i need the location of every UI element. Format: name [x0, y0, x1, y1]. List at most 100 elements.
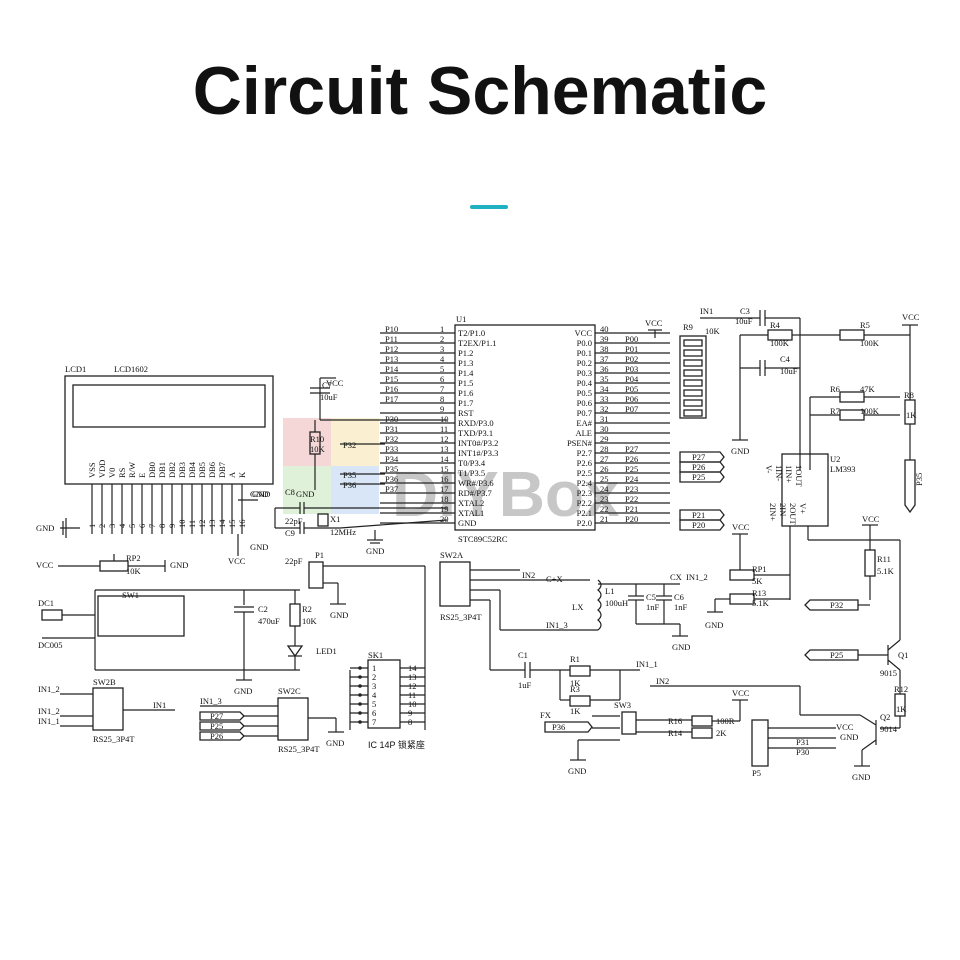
mcu-pin-label: INT0#/P3.2 [458, 438, 498, 448]
svg-text:22pF: 22pF [285, 516, 303, 526]
svg-text:SW2B: SW2B [93, 677, 116, 687]
lcd-1602: LCD1 LCD1602 VSS1VDD2V03RS4R/W5E6DB07DB1… [36, 364, 274, 566]
svg-text:100K: 100K [770, 338, 790, 348]
sk1-pin-number: 13 [408, 672, 417, 682]
svg-text:10K: 10K [310, 444, 326, 454]
u2-pin-label: 1IN+ [784, 465, 794, 483]
lcd-pin-number: 5 [127, 524, 137, 528]
svg-text:VCC: VCC [228, 556, 246, 566]
net-label: P33 [385, 444, 398, 454]
mcu-pin-number: 4 [440, 354, 445, 364]
svg-text:R10: R10 [310, 434, 324, 444]
mcu-pin-label: EA# [576, 418, 592, 428]
svg-text:P25: P25 [692, 472, 705, 482]
mcu-pin-label: VCC [575, 328, 593, 338]
svg-text:IN1_1: IN1_1 [636, 659, 658, 669]
mcu-pin-number: 7 [440, 384, 444, 394]
svg-text:RS25_3P4T: RS25_3P4T [93, 734, 135, 744]
mcu-pin-number: 29 [600, 434, 609, 444]
svg-text:22pF: 22pF [285, 556, 303, 566]
svg-text:CX: CX [670, 572, 682, 582]
svg-text:Q2: Q2 [880, 712, 890, 722]
svg-text:IN2: IN2 [522, 570, 535, 580]
resistor-network-r9: VCC R9 10K [645, 318, 721, 419]
mcu-pin-label: P2.6 [577, 458, 592, 468]
sk1-pin-number: 3 [372, 681, 376, 691]
lcd-pin-number: 3 [107, 524, 117, 528]
svg-text:P26: P26 [210, 731, 223, 741]
net-label: P31 [385, 424, 398, 434]
watermark-tile-red [283, 418, 331, 466]
net-label: P01 [625, 344, 638, 354]
power-section: DC1 DC005 SW1 C2 470uF R2 10K LED1 GND [38, 589, 337, 696]
watermark-tile-green [283, 466, 331, 514]
svg-text:GND: GND [672, 642, 690, 652]
lcd-pin-label: A [227, 471, 237, 478]
svg-text:LM393: LM393 [830, 464, 856, 474]
svg-text:100uH: 100uH [605, 598, 628, 608]
net-label: P12 [385, 344, 398, 354]
svg-text:C4: C4 [780, 354, 791, 364]
net-label: P15 [385, 374, 398, 384]
mcu-pin-label: P0.7 [577, 408, 592, 418]
svg-text:9015: 9015 [880, 668, 897, 678]
mcu-pin-label: P0.5 [577, 388, 592, 398]
svg-text:GND: GND [330, 610, 348, 620]
svg-text:GND: GND [366, 546, 384, 556]
page-title: Circuit Schematic [192, 53, 768, 129]
mcu-pin-number: 40 [600, 324, 609, 334]
lc-tank: L1 100uH C5 1nF C6 1nF GND CX IN1_2 [597, 572, 708, 652]
svg-text:VCC: VCC [645, 318, 663, 328]
svg-text:VCC: VCC [36, 560, 54, 570]
mcu-pin-label: WR#/P3.6 [458, 478, 494, 488]
svg-text:1K: 1K [906, 410, 917, 420]
net-label: P00 [625, 334, 638, 344]
svg-text:LCD1602: LCD1602 [114, 364, 148, 374]
lcd-pin-number: 1 [87, 524, 97, 528]
svg-text:R8: R8 [904, 390, 914, 400]
svg-text:SW2C: SW2C [278, 686, 301, 696]
svg-text:SW2A: SW2A [440, 550, 464, 560]
mcu-pin-label: P2.2 [577, 498, 592, 508]
u2-pin-label: V- [764, 465, 774, 473]
mcu-pin-number: 27 [600, 454, 609, 464]
mcu-pin-label: P0.2 [577, 358, 592, 368]
svg-text:GND: GND [250, 489, 268, 499]
lcd-pin-label: VSS [87, 462, 97, 478]
svg-text:RS25_3P4T: RS25_3P4T [440, 612, 482, 622]
sk1-pin-number: 4 [372, 690, 377, 700]
svg-text:GND: GND [852, 772, 870, 782]
svg-text:IN1_3: IN1_3 [200, 696, 222, 706]
svg-text:IC 14P 锁紧座: IC 14P 锁紧座 [368, 739, 425, 750]
mcu-pin-number: 30 [600, 424, 609, 434]
lcd-pin-number: 14 [217, 519, 227, 528]
net-label: P25 [625, 464, 638, 474]
sk1-pin-number: 14 [408, 663, 417, 673]
svg-text:IN1: IN1 [700, 306, 713, 316]
svg-text:R4: R4 [770, 320, 781, 330]
switch-sw2a: SW2A RS25_3P4T IN2 C+X LX IN1_3 [439, 550, 598, 670]
svg-text:C1: C1 [518, 650, 528, 660]
potentiometer-rp1: VCC RP1 5K R13 5.1K GND [705, 522, 791, 630]
svg-text:1K: 1K [570, 706, 581, 716]
svg-text:L1: L1 [605, 586, 614, 596]
port2-net-flags: P27 P26 P25 P21 P20 [679, 451, 725, 531]
u2-pin-label: 1OUT [794, 465, 804, 488]
mcu-pin-label: P1.4 [458, 368, 474, 378]
svg-text:P30: P30 [796, 747, 809, 757]
mcu-pin-number: 2 [440, 334, 444, 344]
mcu-pin-label: P1.5 [458, 378, 473, 388]
svg-text:VCC: VCC [836, 722, 854, 732]
mcu-u1: U1 STC89C52RC T2/P1.01P10T2EX/P1.12P11P1… [380, 314, 670, 544]
mcu-pin-number: 6 [440, 374, 444, 384]
net-label: P36 [385, 474, 398, 484]
svg-text:10K: 10K [302, 616, 318, 626]
svg-text:P27: P27 [210, 711, 223, 721]
svg-text:SW1: SW1 [122, 590, 139, 600]
mcu-pin-number: 24 [600, 484, 609, 494]
mcu-pin-label: RXD/P3.0 [458, 418, 494, 428]
svg-text:R5: R5 [860, 320, 870, 330]
u2-pin-label: V+ [798, 503, 808, 514]
svg-text:GND: GND [731, 446, 749, 456]
